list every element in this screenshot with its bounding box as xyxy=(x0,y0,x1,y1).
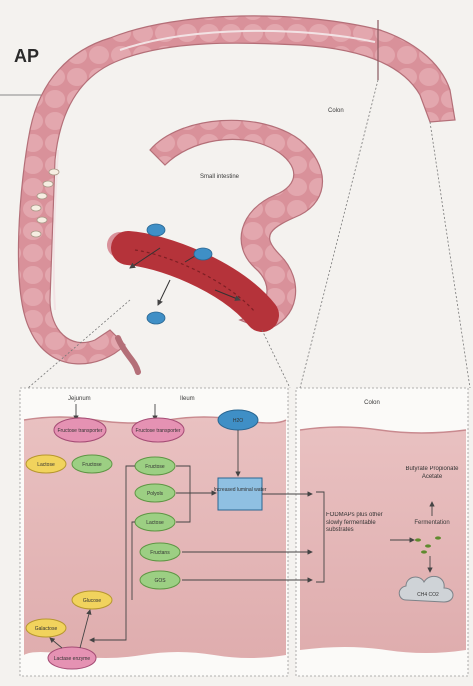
glucose-node: Glucose xyxy=(72,591,112,609)
scfa-products-label: Butyrate Propionate Acetate xyxy=(400,466,464,482)
lactose-ileum-node: Lactose xyxy=(135,513,175,531)
fermentation-label: Fermentation xyxy=(414,520,449,526)
svg-text:Increased luminal water: Increased luminal water xyxy=(214,487,267,493)
svg-text:Fructose transporter: Fructose transporter xyxy=(135,428,180,434)
svg-text:Lactase enzyme: Lactase enzyme xyxy=(54,656,91,662)
h2o-node: H2O xyxy=(218,410,258,430)
svg-text:Fructans: Fructans xyxy=(150,550,170,556)
osmotic-effect-box: Increased luminal water xyxy=(214,478,267,510)
svg-text:Lactose: Lactose xyxy=(146,520,164,526)
svg-text:Lactose: Lactose xyxy=(37,462,55,468)
products-label-box: Butyrate Propionate Acetate xyxy=(400,466,464,500)
galactose-node: Galactose xyxy=(26,619,66,637)
ileum-transporter-node: Fructose transporter xyxy=(132,418,184,442)
gas-label: CH4 CO2 xyxy=(417,592,439,598)
colon-panel-label: Colon xyxy=(364,400,380,406)
highlighted-lumen xyxy=(128,248,262,315)
rectum xyxy=(118,338,138,372)
svg-text:Fructose: Fructose xyxy=(145,464,165,470)
svg-text:Galactose: Galactose xyxy=(35,626,58,632)
lumen-arrow-down xyxy=(158,280,170,305)
jejunum-transporter-node: Fructose transporter xyxy=(54,418,106,442)
lactose-jejunum-node: Lactose xyxy=(26,455,66,473)
small-intestine-lumen xyxy=(24,417,286,658)
polyols-node: Polyols xyxy=(135,484,175,502)
water-droplet-icon xyxy=(194,248,212,260)
fructose-ileum-node: Fructose xyxy=(135,457,175,475)
fodmaps-label-box: FODMAPs plus other slowly fermentable su… xyxy=(326,512,390,570)
small-intestine-label: Small intestine xyxy=(200,174,240,180)
svg-text:Fructose transporter: Fructose transporter xyxy=(57,428,102,434)
fructose-jejunum-node: Fructose xyxy=(72,455,112,473)
fructans-node: Fructans xyxy=(140,543,180,561)
water-droplet-icon xyxy=(147,312,165,324)
svg-text:Fructose: Fructose xyxy=(82,462,102,468)
svg-text:GOS: GOS xyxy=(154,578,166,584)
jejunum-label: Jejunum xyxy=(68,396,91,402)
page-title: AP xyxy=(14,46,39,66)
svg-text:Polyols: Polyols xyxy=(147,491,164,497)
svg-text:Glucose: Glucose xyxy=(83,598,102,604)
lactase-node: Lactase enzyme xyxy=(48,647,96,669)
fodmaps-label: FODMAPs plus other slowly fermentable su… xyxy=(326,512,390,535)
gos-node: GOS xyxy=(140,571,180,589)
svg-text:H2O: H2O xyxy=(233,418,243,424)
colon-label: Colon xyxy=(328,108,344,114)
ileum-label: Ileum xyxy=(180,396,195,402)
water-droplet-icon xyxy=(147,224,165,236)
